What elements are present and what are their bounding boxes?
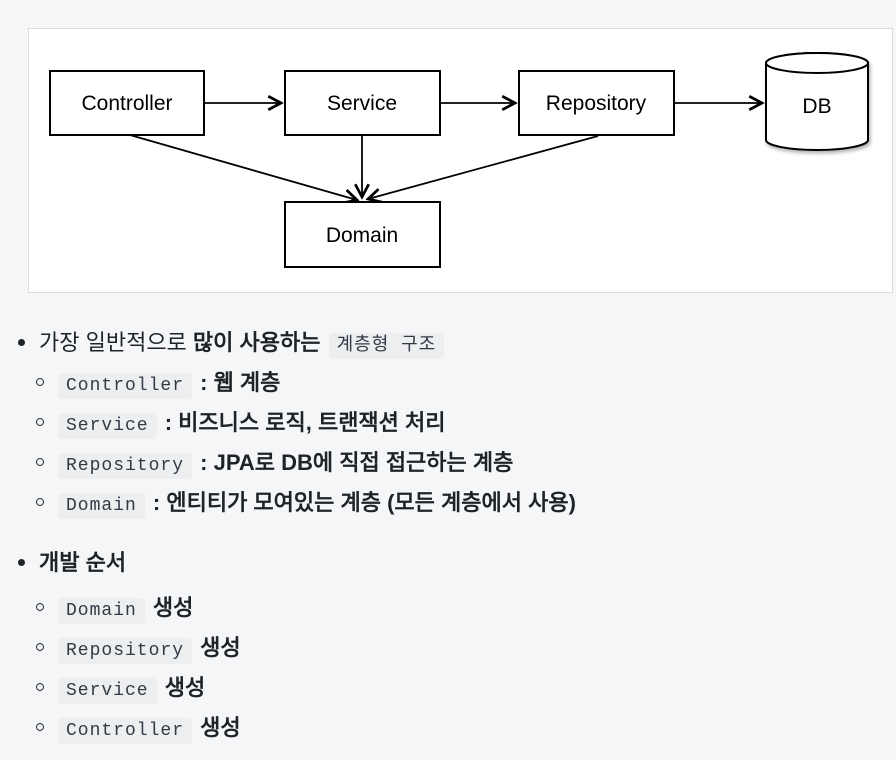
list-item-group: 가장 일반적으로 많이 사용하는 계층형 구조 Controller : 웹 계층… [14,329,896,519]
node-label-domain: Domain [326,224,398,247]
node-label-service: Service [327,92,397,115]
list-item-title: 가장 일반적으로 많이 사용하는 계층형 구조 [39,329,896,359]
inline-code: Repository [58,638,193,664]
text-segment: 생성 [194,635,241,660]
text-segment [320,330,326,355]
diagram-node-domain: Domain [284,201,441,268]
text-segment: 많이 사용하는 [192,330,321,355]
inline-code: Domain [58,493,145,519]
inline-code: Service [58,678,157,704]
text-segment: 개발 순서 [39,550,127,575]
text-segment: : 비즈니스 로직, 트랜잭션 처리 [158,410,446,435]
text-segment: : JPA로 DB에 직접 접근하는 계층 [194,450,514,475]
sub-list: Controller : 웹 계층 Service : 비즈니스 로직, 트랜잭션… [36,369,896,519]
bullet-list-1: 가장 일반적으로 많이 사용하는 계층형 구조 Controller : 웹 계층… [14,329,896,519]
notes-section: 가장 일반적으로 많이 사용하는 계층형 구조 Controller : 웹 계층… [0,329,896,744]
text-segment: 생성 [146,595,194,620]
node-label-db: DB [802,95,831,118]
edge-controller-domain [129,134,357,200]
diagram-node-controller: Controller [49,70,205,136]
diagram-edges [129,103,762,200]
inline-code: Domain [58,598,145,624]
list-item: Repository : JPA로 DB에 직접 접근하는 계층 [36,449,896,479]
list-item: Domain 생성 [36,594,896,624]
text-segment: 가장 일반적으로 [39,330,193,355]
node-label-repository: Repository [546,92,647,115]
node-label-controller: Controller [81,92,172,115]
list-item: Service : 비즈니스 로직, 트랜잭션 처리 [36,409,896,439]
inline-code: 계층형 구조 [328,333,445,359]
list-item-title: 개발 순서 [39,549,896,577]
text-segment: : 엔티티가 모여있는 계층 (모든 계층에서 사용) [146,490,576,515]
list-item: Controller 생성 [36,714,896,744]
text-segment: : 웹 계층 [194,370,281,395]
architecture-diagram-figure: Controller Service Repository DB Domain [28,28,893,293]
inline-code: Repository [58,453,193,479]
list-item: Controller : 웹 계층 [36,369,896,399]
architecture-diagram: Controller Service Repository DB Domain [49,52,869,268]
diagram-node-service: Service [284,70,441,136]
list-item: Repository 생성 [36,634,896,664]
list-item: Service 생성 [36,674,896,704]
text-segment: 생성 [158,675,206,700]
edge-repository-domain [368,135,599,199]
inline-code: Controller [58,373,193,399]
text-segment: 생성 [194,715,241,740]
inline-code: Controller [58,718,193,744]
inline-code: Service [58,413,157,439]
diagram-node-db: DB [765,52,869,151]
list-item: Domain : 엔티티가 모여있는 계층 (모든 계층에서 사용) [36,489,896,519]
diagram-node-repository: Repository [518,70,675,136]
